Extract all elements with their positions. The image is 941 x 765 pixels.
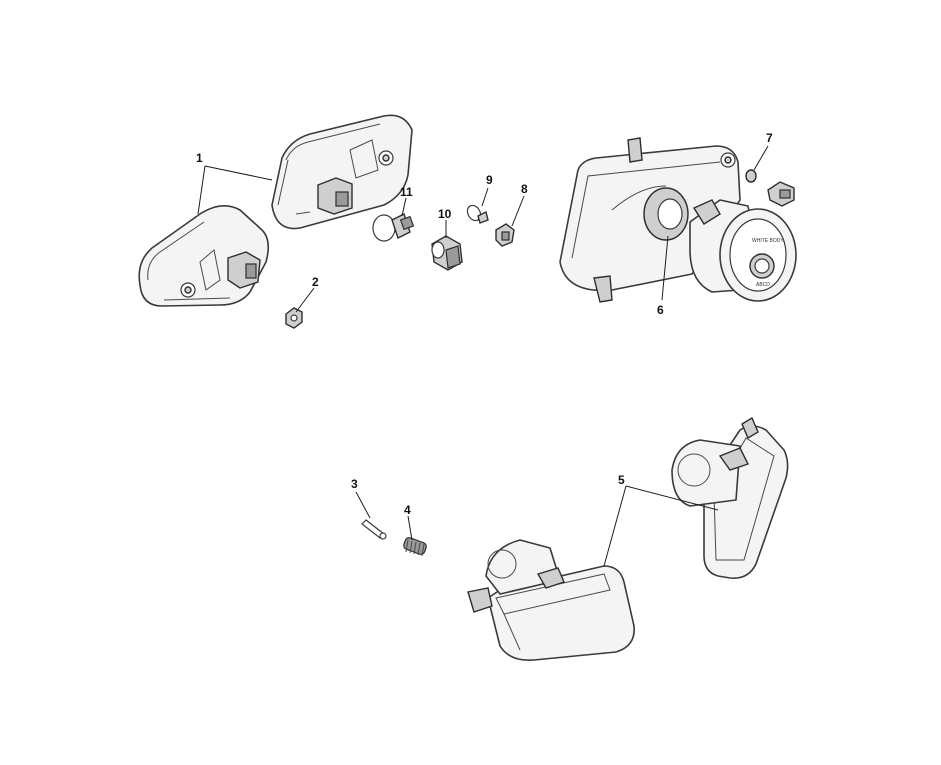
callout-11: 11 <box>400 185 413 199</box>
callout-9: 9 <box>486 173 493 187</box>
taillight-housing-upper <box>271 114 413 230</box>
bulb-11 <box>372 213 415 242</box>
leader-5a <box>625 485 719 511</box>
leader-2 <box>295 287 315 313</box>
leader-9 <box>481 187 489 207</box>
callout-6: 6 <box>657 303 664 317</box>
leader-8 <box>511 195 525 227</box>
leader-5b <box>603 485 627 567</box>
nut-2 <box>285 307 303 329</box>
headlight-bulb-cap: WHITE BODY ABCD <box>689 199 797 302</box>
svg-text:WHITE BODY: WHITE BODY <box>752 238 784 244</box>
callout-8: 8 <box>521 182 528 196</box>
callout-10: 10 <box>438 207 452 221</box>
fog-lamp-lower <box>467 539 635 662</box>
leader-7 <box>753 145 769 171</box>
connector-8 <box>495 223 515 247</box>
svg-text:ABCD: ABCD <box>756 282 770 288</box>
callout-3: 3 <box>351 477 358 491</box>
leader-6 <box>661 235 669 301</box>
leader-3 <box>355 491 371 519</box>
leader-lines <box>197 145 769 567</box>
leader-1b <box>197 165 206 215</box>
callout-4: 4 <box>404 503 411 517</box>
callout-7: 7 <box>766 131 773 145</box>
callout-2: 2 <box>312 275 319 289</box>
fog-lamp-upper <box>671 416 789 580</box>
taillight-housing-lower <box>138 205 270 307</box>
small-bulb-9 <box>466 204 489 224</box>
bulb-7 <box>745 169 795 207</box>
pin-3 <box>361 519 387 540</box>
leader-4 <box>407 515 413 541</box>
callout-5: 5 <box>618 473 625 487</box>
spring-4 <box>403 537 427 557</box>
callout-labels: 1 2 3 4 5 6 7 8 9 10 11 <box>196 131 773 517</box>
bulb-socket-10 <box>431 235 463 271</box>
callout-1: 1 <box>196 151 203 165</box>
leader-11 <box>401 197 407 217</box>
leader-1a <box>204 165 273 181</box>
